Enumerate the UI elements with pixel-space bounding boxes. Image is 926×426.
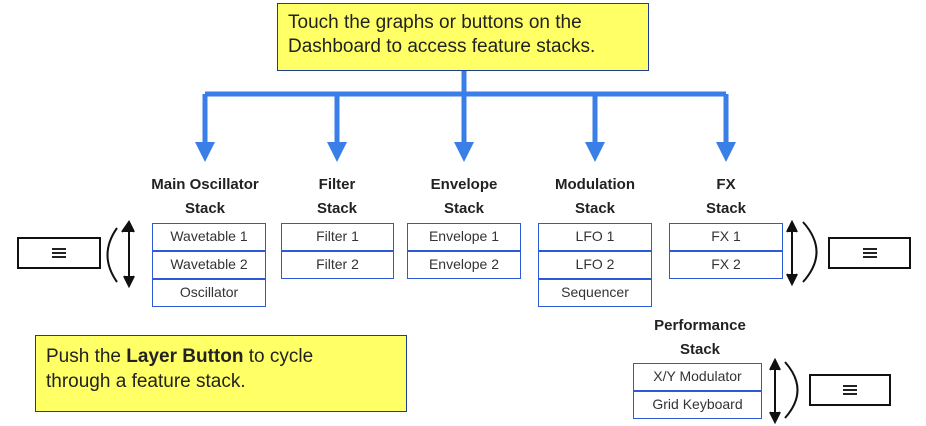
bottom-instruction-note: Push the Layer Button to cycle through a…	[35, 335, 407, 412]
curved-double-arrow-icon	[786, 219, 818, 287]
title-line: Stack	[316, 200, 358, 217]
stack-item-envelope-2[interactable]: Envelope 2	[407, 251, 521, 279]
bottom-note-line-1: Push the Layer Button to cycle	[46, 344, 396, 369]
title-line: Filter	[318, 176, 356, 193]
top-note-line-2: Dashboard to access feature stacks.	[288, 36, 596, 57]
title-line: FX	[716, 176, 736, 193]
stack-item-filter-1[interactable]: Filter 1	[281, 223, 394, 251]
title-line: Stack	[705, 200, 747, 217]
layer-button-fx[interactable]	[828, 237, 911, 269]
stack-item-grid-keyboard[interactable]: Grid Keyboard	[633, 391, 762, 419]
stack-item-xy-modulator[interactable]: X/Y Modulator	[633, 363, 762, 391]
layer-button-left[interactable]	[17, 237, 101, 269]
stack-item-lfo-2[interactable]: LFO 2	[538, 251, 652, 279]
menu-icon	[843, 385, 857, 395]
layer-button-performance[interactable]	[809, 374, 891, 406]
title-line: Stack	[443, 200, 485, 217]
title-line: Stack	[574, 200, 616, 217]
curved-double-arrow-icon	[769, 357, 799, 425]
title-line: Envelope	[430, 176, 498, 193]
stack-item-fx-2[interactable]: FX 2	[669, 251, 783, 279]
top-instruction-note: Touch the graphs or buttons on the Dashb…	[277, 3, 649, 71]
stack-item-lfo-1[interactable]: LFO 1	[538, 223, 652, 251]
menu-icon	[52, 248, 66, 258]
title-line: Performance	[654, 317, 746, 334]
performance-stack-title: Performance Stack	[630, 314, 770, 362]
stack-item-wavetable-1[interactable]: Wavetable 1	[152, 223, 266, 251]
fx-stack-title: FX Stack	[670, 173, 782, 221]
layer-button-label: Layer Button	[126, 346, 244, 367]
top-note-line-1: Touch the graphs or buttons on the	[288, 12, 582, 33]
stack-item-envelope-1[interactable]: Envelope 1	[407, 223, 521, 251]
note-text: Push the	[46, 346, 127, 367]
title-line: Modulation	[555, 176, 635, 193]
stack-item-fx-1[interactable]: FX 1	[669, 223, 783, 251]
note-text: to cycle	[243, 346, 314, 367]
modulation-stack-title: Modulation Stack	[530, 173, 660, 221]
filter-stack-title: Filter Stack	[282, 173, 392, 221]
envelope-stack-title: Envelope Stack	[408, 173, 520, 221]
stack-item-sequencer[interactable]: Sequencer	[538, 279, 652, 307]
stack-item-filter-2[interactable]: Filter 2	[281, 251, 394, 279]
menu-icon	[862, 248, 877, 258]
stack-item-oscillator[interactable]: Oscillator	[152, 279, 266, 307]
title-line: Stack	[679, 341, 721, 358]
stack-item-wavetable-2[interactable]: Wavetable 2	[152, 251, 266, 279]
title-line: Main Oscillator	[151, 176, 259, 193]
title-line: Stack	[184, 200, 226, 217]
bottom-note-line-2: through a feature stack.	[46, 371, 246, 392]
main-oscillator-stack-title: Main Oscillator Stack	[130, 173, 280, 221]
curved-double-arrow-icon	[106, 220, 135, 289]
